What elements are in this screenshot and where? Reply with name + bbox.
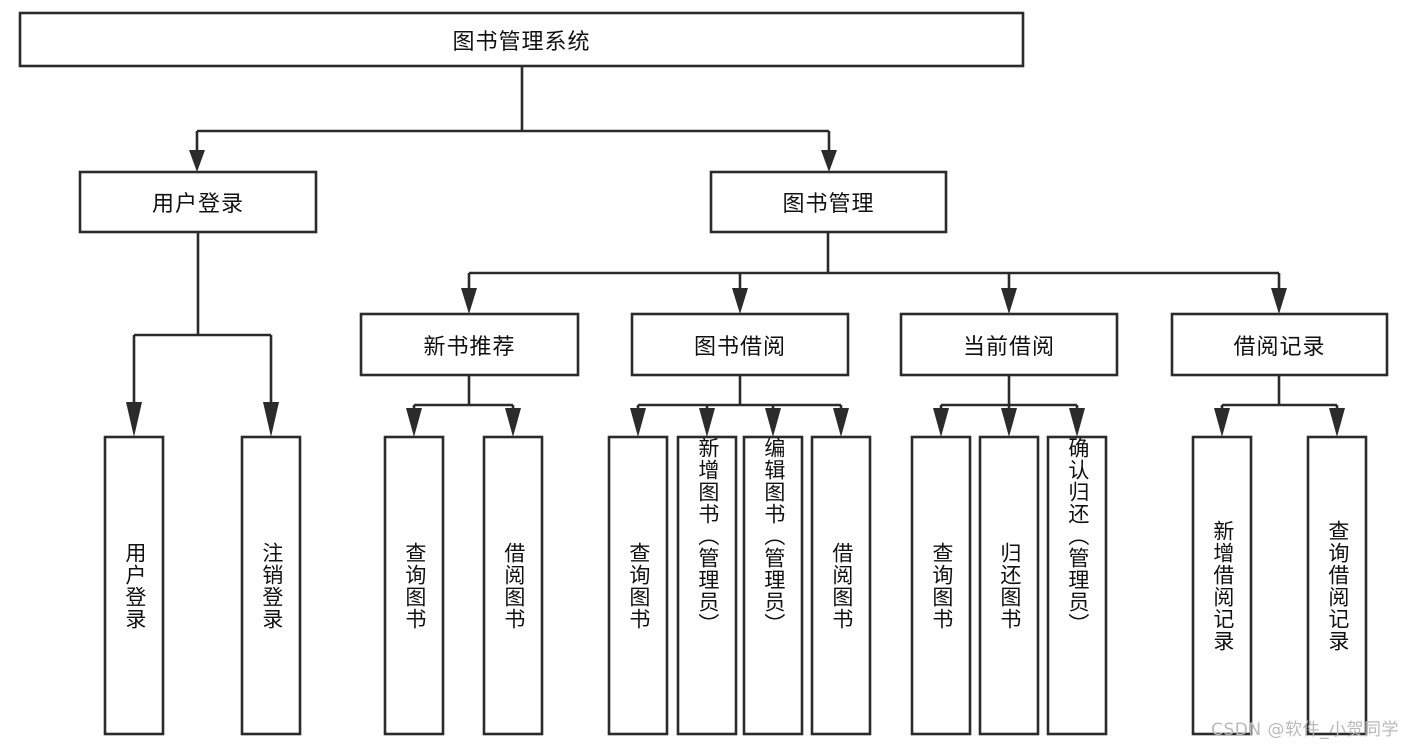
- node-leaf-edit-book-box[interactable]: [742, 435, 804, 736]
- node-leaf-query-book-3-box[interactable]: [910, 435, 972, 736]
- node-leaf-user-login-box[interactable]: [103, 435, 165, 736]
- arrowhead-leaf-add-book: [699, 408, 715, 437]
- arrowhead-book-manage: [821, 150, 837, 172]
- node-leaf-return-book-box[interactable]: [978, 435, 1040, 736]
- node-user-login-box[interactable]: [78, 170, 318, 234]
- watermark-text: CSDN @软件_小贺同学: [1211, 720, 1399, 740]
- node-leaf-query-book-1-box[interactable]: [383, 435, 445, 736]
- node-leaf-confirm-return-box[interactable]: [1046, 435, 1108, 736]
- node-leaf-borrow-book-2-box[interactable]: [810, 435, 872, 736]
- node-new-book-rec-box[interactable]: [359, 312, 580, 377]
- node-borrow-record-box[interactable]: [1170, 312, 1389, 377]
- arrowhead-user-login: [189, 150, 205, 172]
- arrowhead-leaf-query-book-3: [933, 408, 949, 437]
- node-book-manage-box[interactable]: [709, 170, 948, 234]
- arrowhead-leaf-confirm-return: [1069, 408, 1085, 437]
- arrowhead-current-borrow: [1001, 288, 1017, 314]
- node-leaf-add-record-box[interactable]: [1191, 435, 1253, 736]
- arrowhead-book-borrow: [732, 288, 748, 314]
- arrowhead-leaf-user-login: [126, 402, 142, 437]
- arrowhead-leaf-query-record: [1329, 408, 1345, 437]
- node-leaf-logout-box[interactable]: [240, 435, 302, 736]
- arrowhead-new-book-rec: [461, 288, 477, 314]
- arrowhead-leaf-query-book-2: [630, 408, 646, 437]
- arrowhead-leaf-borrow-book-2: [833, 408, 849, 437]
- arrowhead-leaf-logout: [263, 402, 279, 437]
- arrowhead-leaf-edit-book: [765, 408, 781, 437]
- node-leaf-query-book-2-box[interactable]: [607, 435, 669, 736]
- node-current-borrow-box[interactable]: [899, 312, 1119, 377]
- node-leaf-query-record-box[interactable]: [1306, 435, 1368, 736]
- node-leaf-borrow-book-1-box[interactable]: [482, 435, 544, 736]
- node-book-borrow-box[interactable]: [630, 312, 850, 377]
- arrowhead-borrow-record: [1271, 288, 1287, 314]
- arrowhead-leaf-borrow-book-1: [505, 408, 521, 437]
- node-leaf-add-book-box[interactable]: [676, 435, 738, 736]
- arrowhead-leaf-add-record: [1214, 408, 1230, 437]
- node-root-box[interactable]: [18, 11, 1025, 68]
- arrowhead-leaf-return-book: [1001, 408, 1017, 437]
- arrowhead-leaf-query-book-1: [406, 408, 422, 437]
